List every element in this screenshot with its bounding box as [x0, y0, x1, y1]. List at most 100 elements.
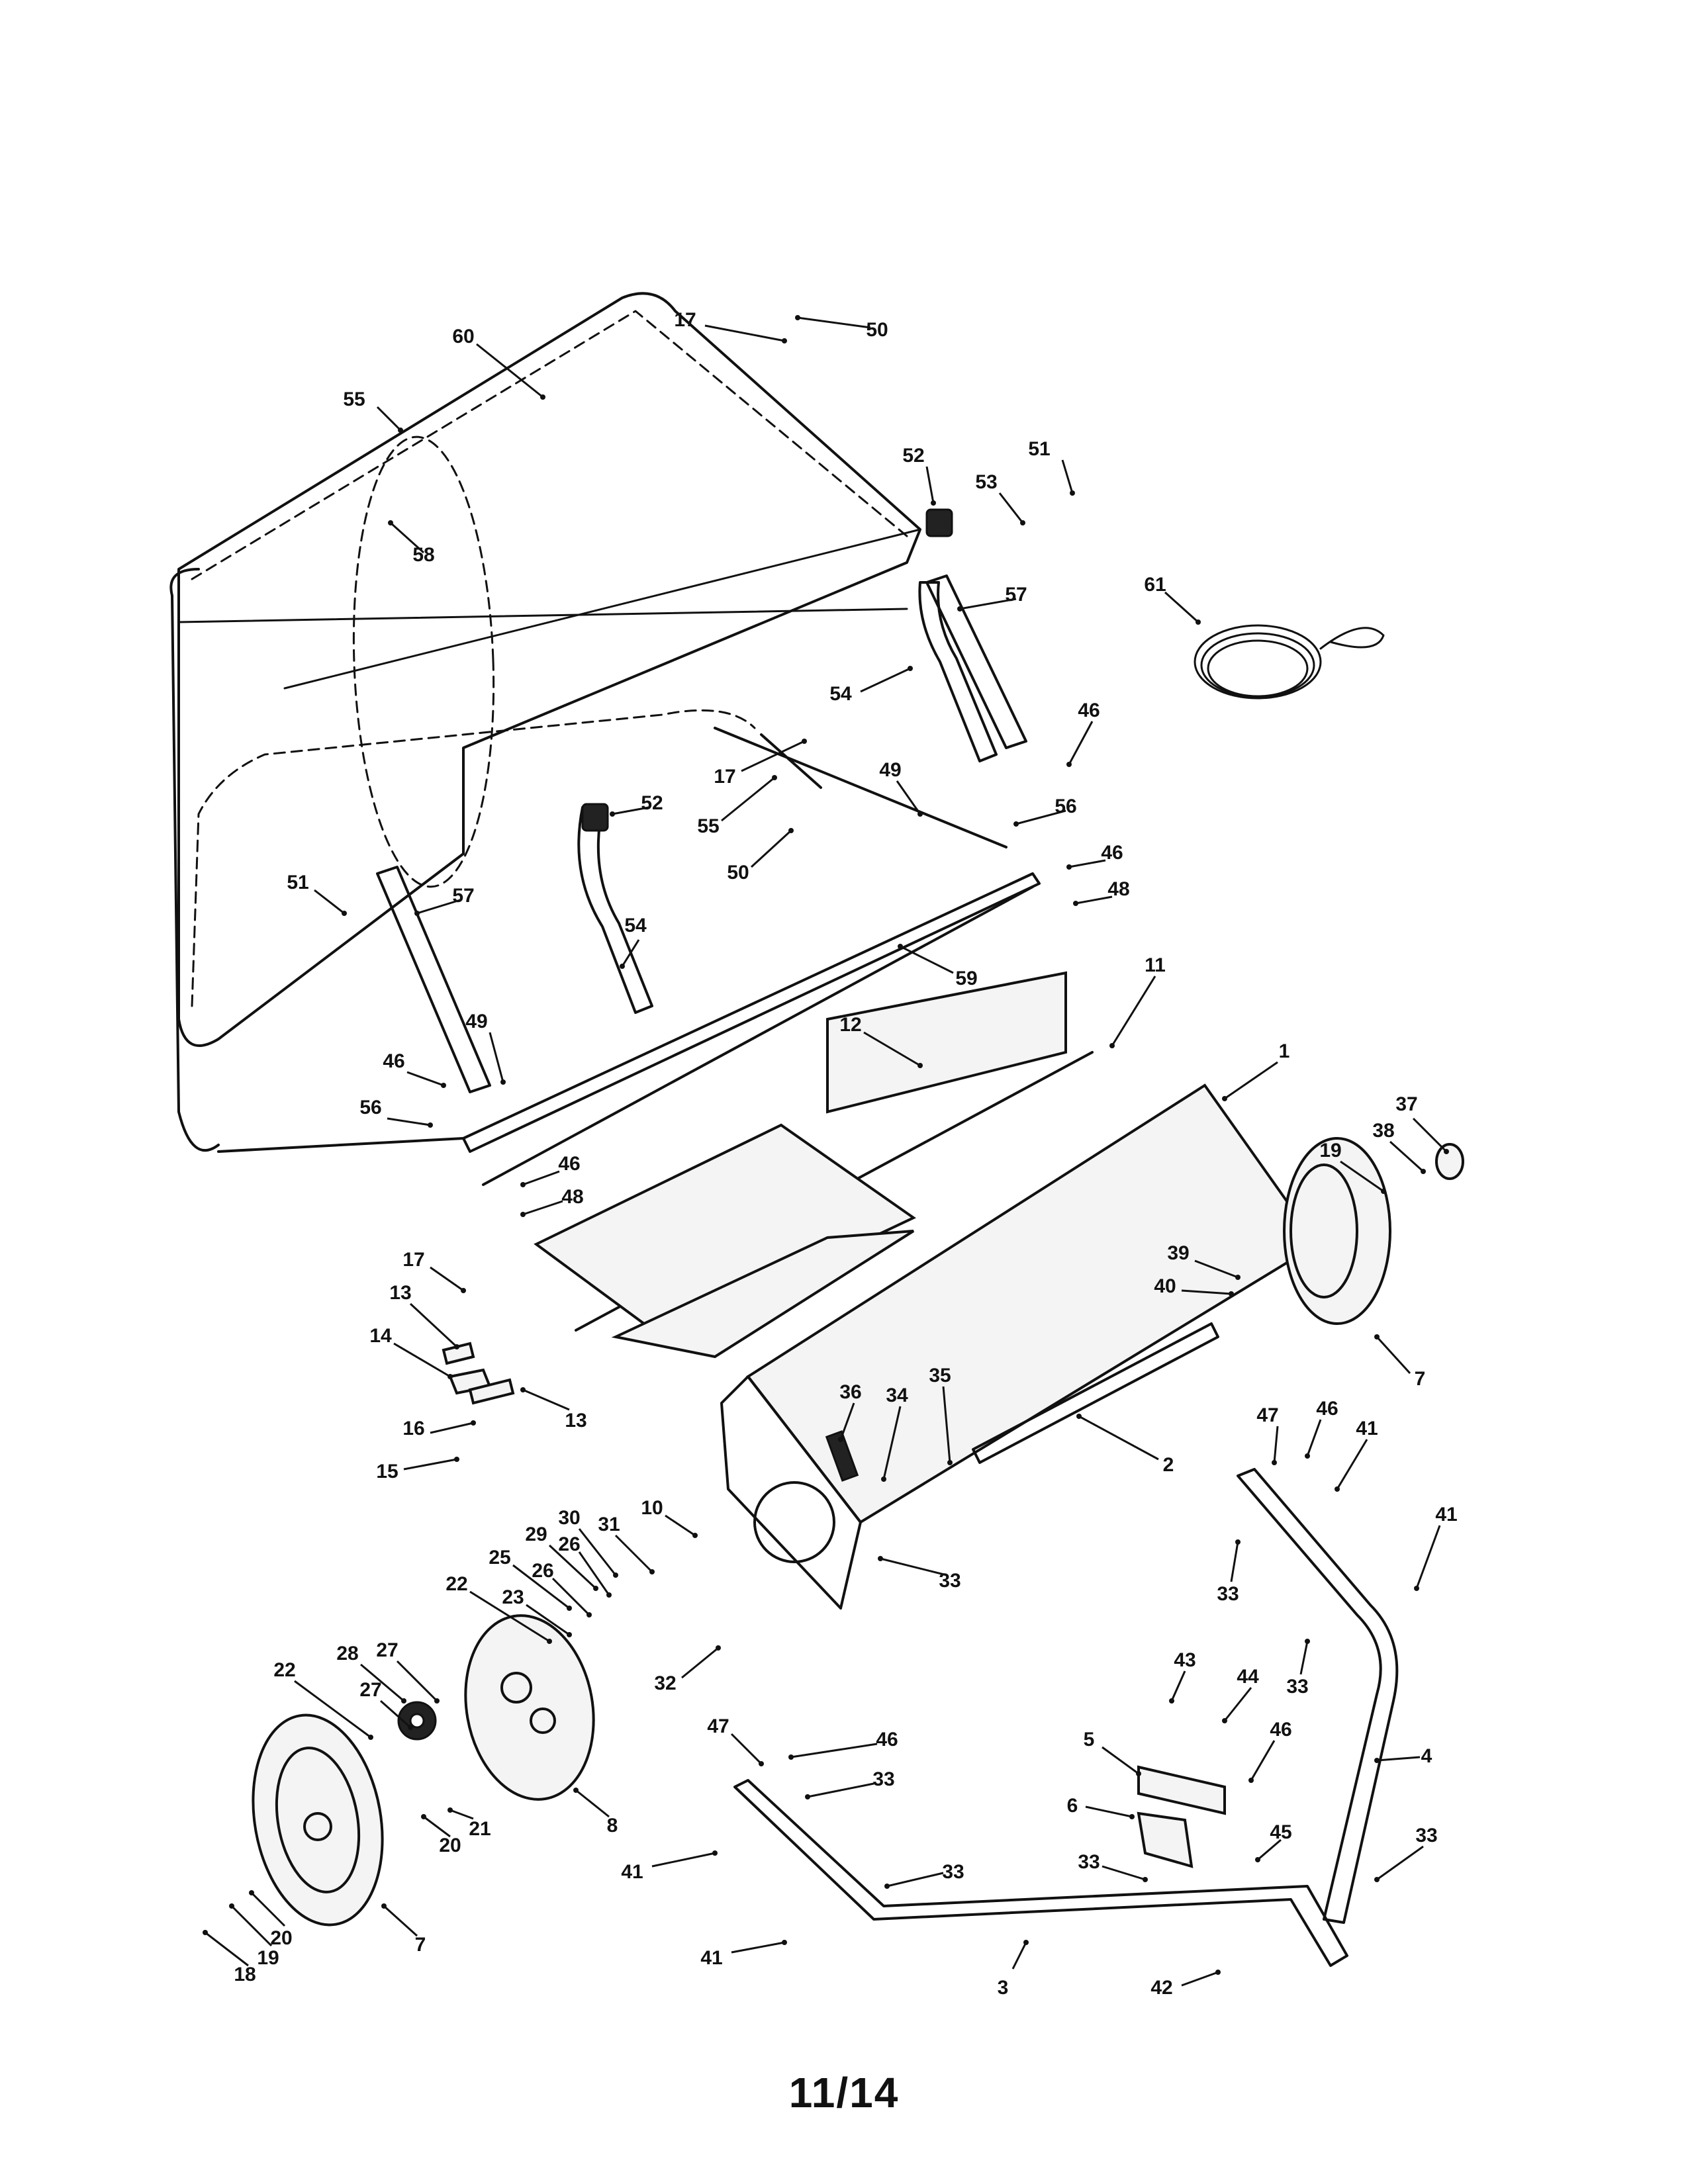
callout-leader: [839, 1402, 855, 1440]
callout-label: 19: [1319, 1140, 1341, 1161]
callout-leader: [860, 667, 911, 693]
callout-c51a: 51: [1028, 438, 1075, 496]
callout-leader: [1181, 1971, 1219, 1987]
callout-label: 34: [886, 1385, 908, 1406]
callout-leader: [1389, 1140, 1425, 1173]
callout-label: 46: [1101, 842, 1123, 864]
callout-leader: [998, 492, 1024, 523]
callout-leader: [721, 776, 775, 822]
callout-label: 61: [1144, 574, 1166, 596]
callout-label: 48: [1107, 878, 1129, 900]
callout-layer: 1234567781011121313141516171717181919202…: [203, 309, 1458, 1999]
callout-leader: [1415, 1525, 1441, 1589]
callout-c52b: 52: [610, 792, 663, 817]
callout-anchor: [203, 1930, 208, 1935]
callout-leader: [731, 1941, 785, 1954]
callout-c6: 6: [1067, 1795, 1135, 1819]
callout-c47a: 47: [1256, 1404, 1279, 1465]
callout-c25: 25: [489, 1547, 572, 1611]
callout-c30: 30: [558, 1507, 618, 1578]
callout-label: 4: [1421, 1745, 1432, 1767]
callout-label: 5: [1084, 1729, 1095, 1751]
callout-leader: [1085, 1805, 1133, 1818]
callout-leader: [522, 1170, 560, 1186]
callout-leader: [578, 1528, 617, 1576]
handle-upper: [1237, 1468, 1399, 1924]
callout-anchor: [898, 944, 903, 949]
callout-c15: 15: [376, 1457, 459, 1482]
callout-leader: [406, 1071, 444, 1087]
callout-c7a: 7: [1374, 1334, 1425, 1390]
callout-leader: [797, 316, 871, 329]
callout-c54b: 54: [620, 915, 647, 969]
callout-label: 38: [1372, 1120, 1394, 1142]
callout-label: 59: [955, 968, 977, 989]
callout-label: 35: [929, 1365, 951, 1387]
callout-label: 32: [654, 1672, 676, 1694]
callout-c22a: 22: [273, 1659, 373, 1740]
callout-anchor: [1305, 1453, 1310, 1459]
callout-anchor: [454, 1344, 459, 1349]
callout-c26a: 26: [558, 1533, 612, 1598]
callout-leader: [665, 1514, 696, 1537]
callout-label: 2: [1163, 1454, 1174, 1476]
callout-c41c: 41: [621, 1850, 718, 1883]
callout-anchor: [414, 911, 420, 916]
callout-label: 41: [700, 1947, 722, 1969]
callout-anchor: [712, 1850, 718, 1856]
callout-label: 25: [489, 1547, 510, 1569]
callout-leader: [1078, 1415, 1159, 1461]
callout-c19a: 19: [1319, 1140, 1386, 1194]
callout-anchor: [388, 520, 393, 525]
callout-c33g: 33: [1374, 1825, 1438, 1882]
callout-anchor: [908, 666, 913, 671]
callout-anchor: [520, 1212, 526, 1217]
callout-c33e: 33: [884, 1861, 964, 1889]
callout-c20b: 20: [421, 1814, 461, 1856]
callout-leader: [393, 1342, 451, 1378]
hub-caps: [581, 508, 1464, 1180]
callout-c58: 58: [388, 520, 435, 566]
callout-anchor: [772, 775, 777, 780]
callout-label: 33: [1078, 1851, 1100, 1873]
callout-anchor: [428, 1122, 433, 1128]
callout-label: 6: [1067, 1795, 1078, 1817]
callout-c42: 42: [1150, 1970, 1221, 1999]
callout-c29: 29: [525, 1524, 598, 1591]
left-wheel: [252, 1713, 384, 1927]
callout-leader: [449, 1809, 474, 1820]
callout-leader: [1306, 1419, 1322, 1457]
callout-label: 46: [876, 1729, 898, 1751]
callout-anchor: [368, 1735, 373, 1740]
callout-c33c: 33: [1286, 1639, 1310, 1698]
callout-leader: [409, 1302, 458, 1348]
callout-c60: 60: [452, 326, 545, 400]
callout-label: 20: [270, 1927, 292, 1949]
callout-anchor: [342, 911, 347, 916]
callout-c41d: 41: [700, 1940, 787, 1969]
callout-anchor: [917, 1063, 923, 1068]
callout-anchor: [795, 315, 800, 320]
callout-label: 17: [714, 766, 735, 788]
callout-label: 33: [1286, 1676, 1308, 1698]
callout-label: 13: [389, 1282, 411, 1304]
callout-label: 53: [975, 471, 997, 493]
callout-label: 21: [469, 1818, 491, 1840]
callout-label: 17: [674, 309, 696, 331]
callout-label: 33: [872, 1768, 894, 1790]
callout-c39: 39: [1167, 1242, 1241, 1280]
callout-leader: [1015, 809, 1066, 825]
callout-label: 22: [445, 1573, 467, 1595]
callout-c26b: 26: [532, 1560, 592, 1617]
callout-c4: 4: [1374, 1745, 1432, 1767]
callout-c55b: 55: [697, 775, 777, 837]
callout-anchor: [1414, 1586, 1419, 1591]
callout-anchor: [1374, 1758, 1380, 1763]
callout-leader: [942, 1386, 951, 1463]
callout-label: 23: [502, 1586, 524, 1608]
callout-leader: [522, 1200, 563, 1216]
callout-c47b: 47: [707, 1715, 764, 1766]
callout-anchor: [782, 1940, 787, 1945]
callout-anchor: [1076, 1414, 1082, 1419]
callout-leader: [578, 1551, 610, 1596]
